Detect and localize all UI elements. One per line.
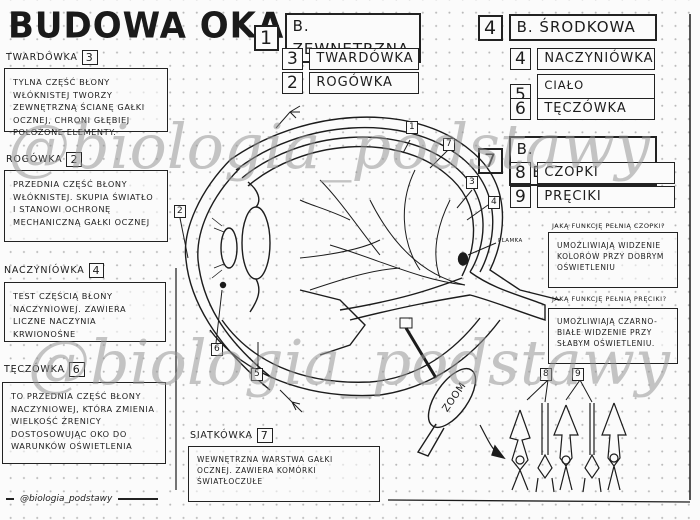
legend-number: 8 [510, 162, 532, 184]
diagram-label-7: 7 [443, 138, 455, 151]
section-name: TWARDÓWKA [6, 52, 78, 63]
legend-number: 4 [478, 14, 503, 41]
legend-item-naczyniowka: 4 NACZYNIÓWKA [510, 48, 656, 70]
section-header-teczowka: TĘCZÓWKA 6 [4, 362, 85, 377]
cornea [184, 157, 271, 391]
diagram-label-1: 1 [406, 121, 418, 134]
photoreceptor-cells [509, 379, 627, 493]
legend-number: 2 [282, 72, 304, 94]
description-twardowka: TYLNA CZĘŚĆ BŁONY WŁÓKNISTEJ TWORZY ZEWN… [4, 68, 168, 137]
optic-nerve [349, 271, 546, 321]
description-naczyniowka: TEST CZĘŚCIĄ BŁONY NACZYNIOWEJ. ZAWIERA … [4, 282, 166, 342]
legend-number: 6 [510, 98, 532, 120]
zoom-pointer [404, 327, 438, 379]
ciliary-body [247, 181, 260, 313]
blood-vessels [299, 169, 466, 291]
section-header-rogowka: ROGÓWKA 2 [6, 152, 83, 167]
legend-label: ROGÓWKA [309, 72, 420, 94]
diagram-label-3: 3 [466, 176, 478, 189]
macula-label: PLAMKA [498, 238, 523, 244]
description-teczowka: TO PRZEDNIA CZĘŚĆ BŁONY NACZYNIOWEJ, KTÓ… [2, 382, 166, 464]
leader-4 [466, 204, 489, 221]
cell-label-8: 8 [540, 368, 552, 381]
leader-2 [179, 217, 189, 259]
legend-number: 9 [510, 186, 532, 208]
section-header-naczyniowka: NACZYNIÓWKA 4 [4, 263, 105, 278]
macula-spot [457, 252, 469, 266]
legend-label: B. ŚRODKOWA [508, 14, 657, 41]
legend-item-teczowka: 6 TĘCZÓWKA [510, 98, 656, 120]
section-number: 6 [68, 362, 85, 377]
diagram-label-4: 4 [488, 196, 500, 209]
zoom-arrowhead [491, 444, 506, 460]
frame-bottom [387, 499, 691, 503]
section-name: SIATKÓWKA [190, 430, 253, 441]
lower-retina-fold [299, 289, 366, 356]
magnifier-glass [427, 367, 477, 429]
iris-fibers [211, 217, 225, 279]
lower-choroid [221, 317, 481, 383]
legend-label: NACZYNIÓWKA [537, 48, 656, 70]
sclera-outer [229, 116, 561, 301]
eye-muscle-bottom [279, 389, 303, 413]
pupil [220, 227, 238, 269]
lens [241, 206, 271, 280]
zoom-frame [399, 317, 413, 329]
retina [247, 145, 475, 277]
footer-signature: @biologia_podstawy [6, 494, 159, 504]
legend-label: PRĘCIKI [537, 186, 676, 208]
footer-text: @biologia_podstawy [20, 494, 113, 504]
footer-line-right [118, 498, 159, 500]
legend-number: 7 [478, 148, 503, 174]
question-preciki: JAKĄ FUNKCJĘ PEŁNIĄ PRĘCIKI? [552, 295, 667, 303]
section-number: 2 [66, 152, 83, 167]
answer-preciki: UMOŻLIWIAJĄ CZARNO-BIAŁE WIDZENIE PRZY S… [548, 308, 678, 364]
choroid [241, 136, 484, 273]
section-number: 4 [88, 263, 105, 278]
legend-item-preciki: 9 PRĘCIKI [510, 186, 676, 208]
diagram-label-5: 5 [251, 368, 263, 381]
legend-label: TĘCZÓWKA [537, 98, 656, 120]
leader-1 [402, 139, 411, 154]
legend-number: 1 [254, 25, 279, 51]
description-rogowka: PRZEDNIA CZĘŚĆ BŁONY WŁÓKNISTEJ. SKUPIA … [4, 170, 168, 242]
legend-item-twardowka: 3 TWARDÓWKA [282, 48, 420, 70]
section-header-twardowka: TWARDÓWKA 3 [6, 50, 98, 65]
leader-7 [429, 149, 449, 169]
section-name: TĘCZÓWKA [4, 364, 65, 375]
legend-middle-layer: 4 B. ŚRODKOWA [478, 14, 657, 41]
magnifier-handle [416, 423, 445, 457]
eye-muscle-top [275, 105, 301, 129]
section-number: 3 [81, 50, 98, 65]
iris-marker [219, 281, 227, 289]
diagram-label-6: 6 [211, 343, 223, 356]
legend-item-rogowka: 2 ROGÓWKA [282, 72, 420, 94]
section-name: ROGÓWKA [6, 154, 63, 165]
description-siatkowka: WEWNĘTRZNA WARSTWA GAŁKI OCZNEJ. ZAWIERA… [188, 446, 380, 502]
lower-sclera [209, 319, 501, 397]
legend-label: CZOPKI [537, 162, 676, 184]
section-header-siatkowka: SIATKÓWKA 7 [190, 428, 273, 443]
footer-line-left [6, 498, 14, 500]
diagram-label-2: 2 [174, 205, 186, 218]
page-title: BUDOWA OKA [8, 5, 285, 47]
macula-pointer [467, 242, 497, 256]
leader-3 [456, 189, 473, 209]
legend-label: TWARDÓWKA [309, 48, 420, 70]
leader-6 [215, 289, 223, 344]
question-czopki: JAKĄ FUNKCJĘ PEŁNIĄ CZOPKI? [552, 222, 666, 230]
answer-czopki: UMOŻLIWIAJĄ WIDZENIE KOLORÓW PRZY DOBRYM… [548, 232, 678, 288]
section-name: NACZYNIÓWKA [4, 265, 85, 276]
section-number: 7 [256, 428, 273, 443]
cornea-inner [197, 167, 273, 379]
legend-number: 4 [510, 48, 532, 70]
optic-nerve-inner [339, 277, 463, 311]
legend-number: 3 [282, 48, 304, 70]
cell-label-9: 9 [572, 368, 584, 381]
legend-item-czopki: 8 CZOPKI [510, 162, 676, 184]
